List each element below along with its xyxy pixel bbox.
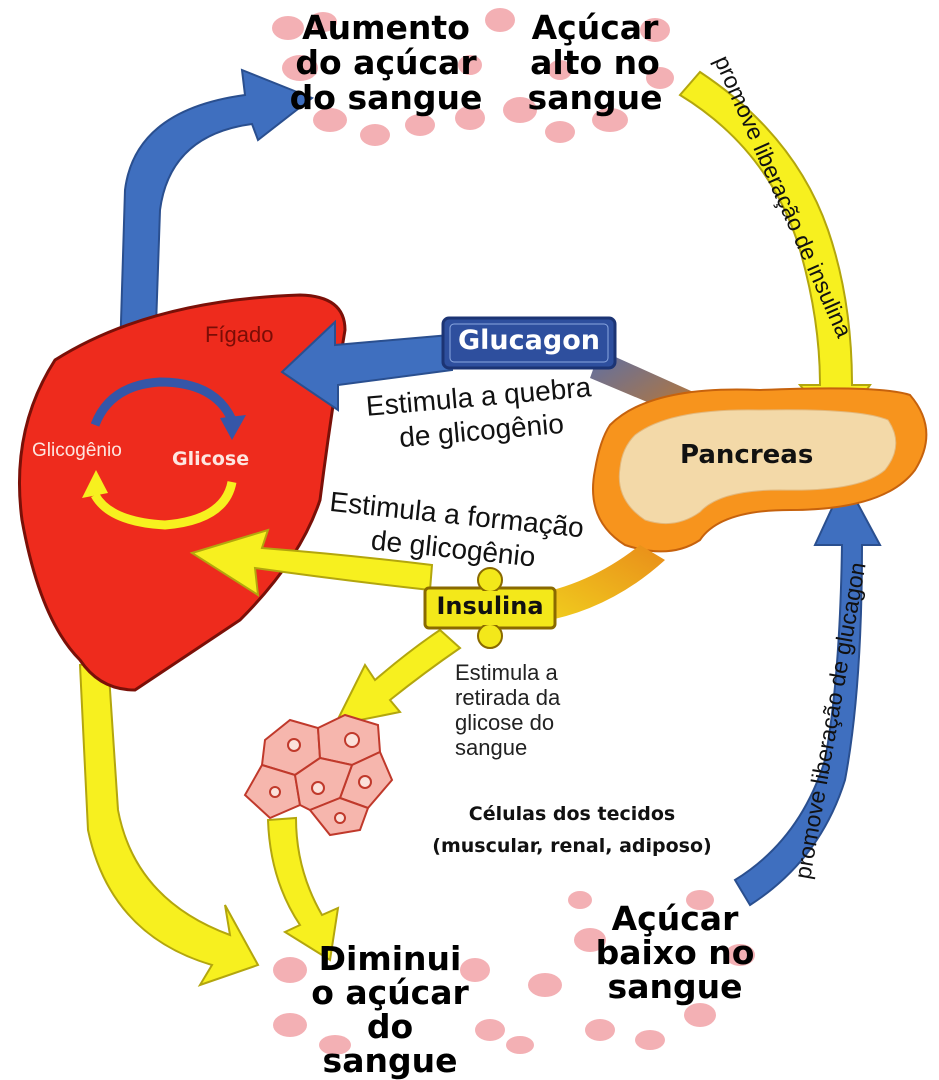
blood-cells-bottom	[273, 890, 755, 1054]
promove-glucagon-label: promove liberação de glucagon	[789, 560, 870, 881]
arrow-liver-to-diminui	[78, 658, 260, 987]
arrow-glucagon-to-liver	[280, 319, 454, 412]
insulina-label: Insulina	[436, 592, 544, 620]
glucagon-box	[441, 316, 617, 370]
arrow-liver-to-aumento	[118, 68, 314, 356]
arrow-cells-to-diminui	[266, 816, 340, 962]
cycle-arrow-yellow-head	[82, 470, 108, 498]
cycle-arrow-blue-head	[220, 415, 246, 440]
tissue-cells	[243, 713, 394, 837]
glicogenio-label: Glicogênio	[32, 440, 122, 461]
pancreas-inner	[618, 409, 897, 525]
pancreas-label: Pancreas	[680, 440, 814, 470]
homeostase-diagram: promove liberação de insulina promove li…	[17, 8, 928, 1054]
alto-text: Açúcar alto no sangue	[527, 8, 663, 117]
arrow-insulina-to-liver	[189, 528, 434, 597]
arrow-insulina-to-cells	[333, 628, 462, 727]
glicose-label: Glicose	[172, 448, 250, 470]
glucagon-label: Glucagon	[458, 325, 600, 356]
tissue-cell-nuclei	[269, 732, 372, 824]
cycle-arrow-yellow	[91, 480, 237, 530]
baixo-text: Açúcar baixo no sangue	[595, 899, 755, 1006]
blood-cells-top	[272, 8, 674, 146]
promove-insulina-label: promove liberação de insulina	[709, 51, 857, 341]
retirada-label: Estimula a retirada da glicose do sangue	[455, 660, 561, 760]
arrow-alto-to-pancreas	[678, 70, 872, 434]
diminui-text: Diminui o açúcar do sangue	[311, 939, 469, 1080]
arrow-insulina-band	[530, 545, 665, 622]
liver-shape	[17, 293, 347, 692]
celulas-label: Células dos tecidos (muscular, renal, ad…	[432, 803, 712, 857]
arrow-baixo-to-pancreas	[733, 477, 882, 907]
aumento-text: Aumento do açúcar do sangue	[289, 8, 483, 117]
cycle-arrow-blue	[90, 377, 237, 427]
liver-label: Fígado	[205, 322, 274, 347]
